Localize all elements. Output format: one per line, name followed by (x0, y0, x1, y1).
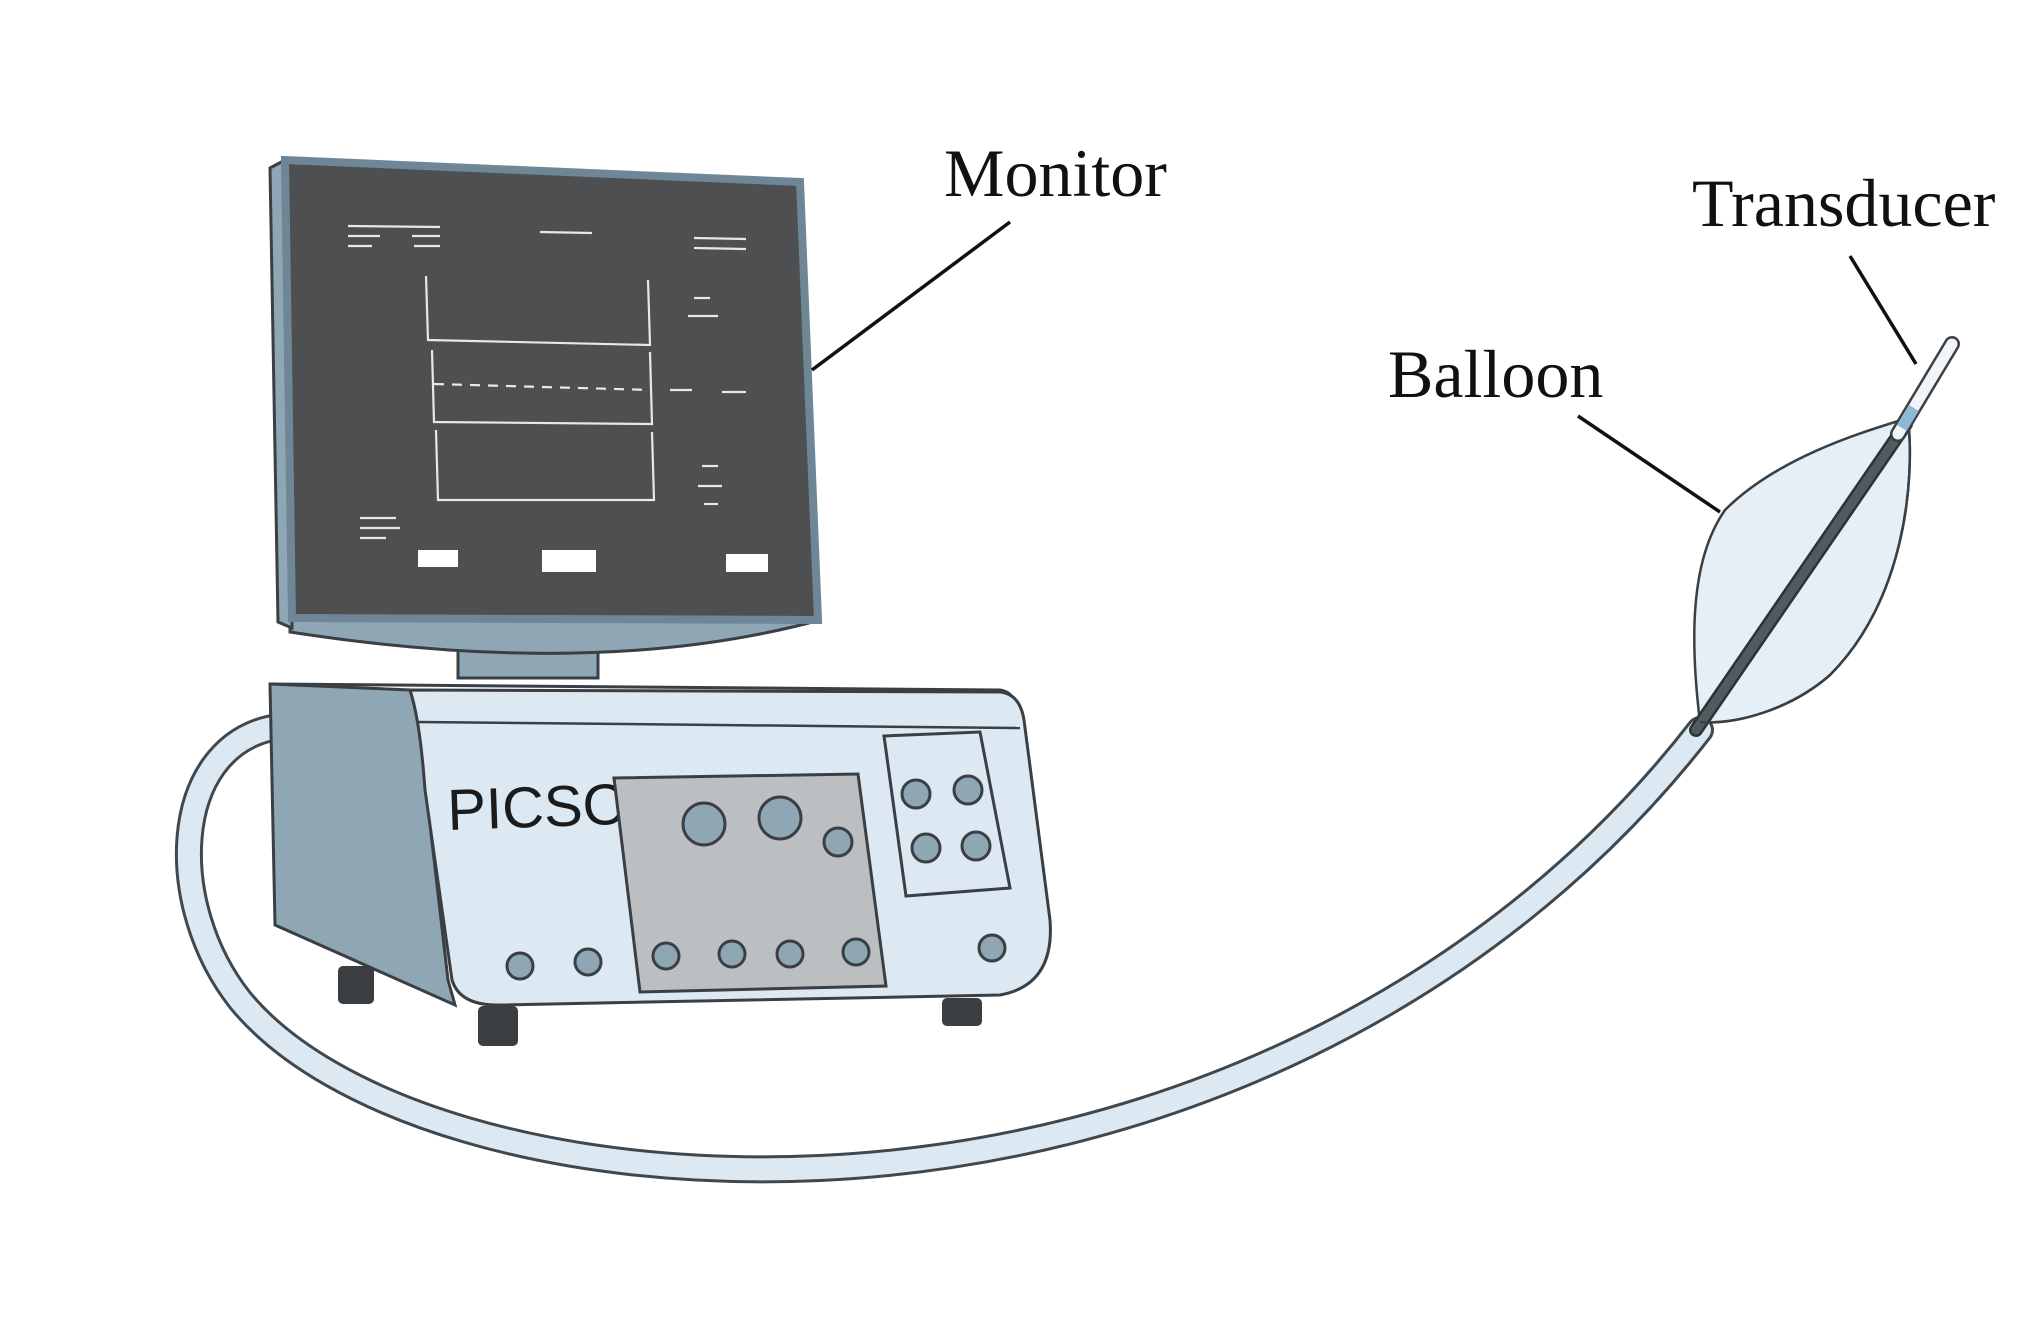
monitor-label: Monitor (944, 135, 1167, 211)
console-foot (338, 966, 374, 1004)
cluster-button[interactable] (900, 778, 932, 810)
cluster-button[interactable] (960, 830, 992, 862)
screen-softkey (726, 554, 768, 572)
monitor-bezel-bottom (288, 613, 821, 655)
balloon-leader-line (1577, 414, 1721, 514)
control-knob[interactable] (681, 801, 727, 847)
screen-softkey (418, 550, 458, 567)
monitor-screen-content (347, 224, 768, 572)
cluster-button[interactable] (910, 832, 942, 864)
transducer-leader-line (1848, 255, 1918, 365)
control-knob[interactable] (822, 826, 854, 858)
balloon-label: Balloon (1388, 336, 1603, 412)
catheter-tube (174, 714, 1714, 1184)
console-foot (942, 998, 982, 1026)
keypad-button[interactable] (775, 939, 805, 969)
cluster-button[interactable] (952, 774, 984, 806)
console: PICSO (268, 682, 1052, 1046)
brand-label: PICSO (446, 772, 629, 843)
transducer-label: Transducer (1692, 165, 1996, 241)
monitor-leader-line (810, 220, 1012, 372)
front-button[interactable] (505, 951, 535, 981)
keypad-button[interactable] (717, 939, 747, 969)
front-button[interactable] (573, 947, 603, 977)
keypad-button[interactable] (651, 941, 681, 971)
control-knob[interactable] (757, 795, 803, 841)
keypad-button[interactable] (841, 937, 871, 967)
screen-softkey (542, 550, 596, 572)
console-foot (478, 1006, 518, 1046)
monitor (268, 155, 823, 680)
front-button[interactable] (977, 933, 1007, 963)
monitor-screen (280, 155, 823, 625)
balloon-catheter (1689, 336, 1960, 737)
